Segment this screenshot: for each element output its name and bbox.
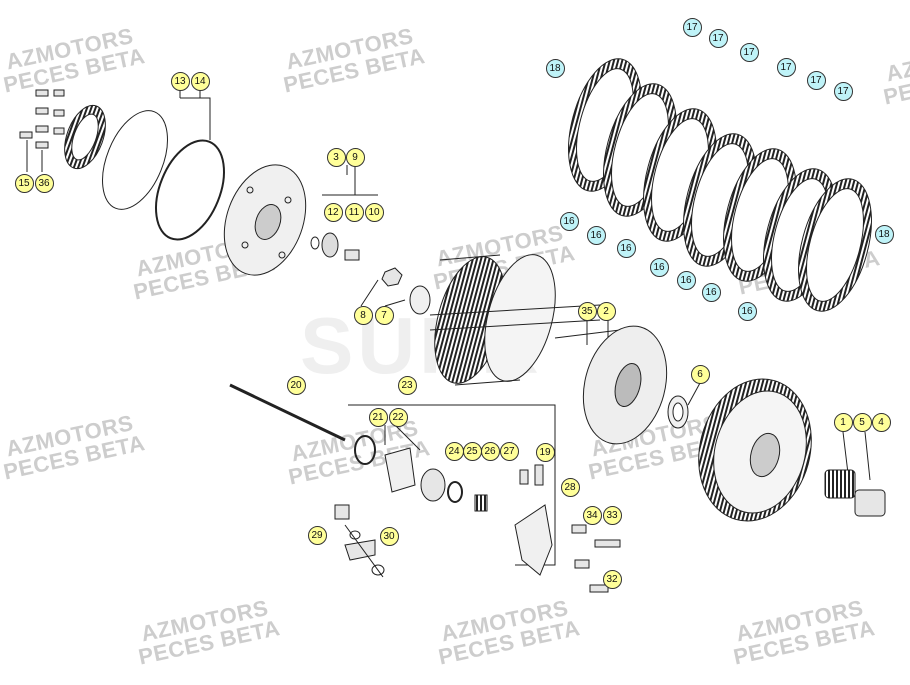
callout-5[interactable]: 5 bbox=[852, 412, 872, 432]
callout-25[interactable]: 25 bbox=[462, 441, 482, 461]
callout-29[interactable]: 29 bbox=[307, 525, 327, 545]
callout-16[interactable]: 16 bbox=[701, 282, 721, 302]
callout-13[interactable]: 13 bbox=[170, 71, 190, 91]
callout-16[interactable]: 16 bbox=[559, 211, 579, 231]
callout-6[interactable]: 6 bbox=[690, 364, 710, 384]
callout-15[interactable]: 15 bbox=[14, 173, 34, 193]
callout-17[interactable]: 17 bbox=[833, 81, 853, 101]
callout-17[interactable]: 17 bbox=[682, 17, 702, 37]
bolt-group bbox=[19, 89, 65, 149]
callout-19[interactable]: 19 bbox=[535, 442, 555, 462]
callout-17[interactable]: 17 bbox=[776, 57, 796, 77]
callout-10[interactable]: 10 bbox=[364, 202, 384, 222]
callout-22[interactable]: 22 bbox=[388, 407, 408, 427]
callout-16[interactable]: 16 bbox=[676, 270, 696, 290]
callout-35[interactable]: 35 bbox=[577, 301, 597, 321]
callout-9[interactable]: 9 bbox=[345, 147, 365, 167]
callout-2[interactable]: 2 bbox=[596, 301, 616, 321]
callout-27[interactable]: 27 bbox=[499, 441, 519, 461]
callout-7[interactable]: 7 bbox=[374, 305, 394, 325]
callout-16[interactable]: 16 bbox=[616, 238, 636, 258]
callout-11[interactable]: 11 bbox=[344, 202, 364, 222]
callout-28[interactable]: 28 bbox=[560, 477, 580, 497]
callout-33[interactable]: 33 bbox=[602, 505, 622, 525]
callout-36[interactable]: 36 bbox=[34, 173, 54, 193]
callout-12[interactable]: 12 bbox=[323, 202, 343, 222]
callout-8[interactable]: 8 bbox=[353, 305, 373, 325]
callout-3[interactable]: 3 bbox=[326, 147, 346, 167]
callout-17[interactable]: 17 bbox=[708, 28, 728, 48]
callout-16[interactable]: 16 bbox=[586, 225, 606, 245]
callout-18[interactable]: 18 bbox=[874, 224, 894, 244]
callout-30[interactable]: 30 bbox=[379, 526, 399, 546]
callout-34[interactable]: 34 bbox=[582, 505, 602, 525]
callout-23[interactable]: 23 bbox=[397, 375, 417, 395]
callout-16[interactable]: 16 bbox=[649, 257, 669, 277]
callout-14[interactable]: 14 bbox=[190, 71, 210, 91]
callout-24[interactable]: 24 bbox=[444, 441, 464, 461]
callout-18[interactable]: 18 bbox=[545, 58, 565, 78]
callout-17[interactable]: 17 bbox=[806, 70, 826, 90]
callout-16[interactable]: 16 bbox=[737, 301, 757, 321]
clutch-disc-stack bbox=[568, 58, 872, 312]
callout-17[interactable]: 17 bbox=[739, 42, 759, 62]
callout-21[interactable]: 21 bbox=[368, 407, 388, 427]
callout-26[interactable]: 26 bbox=[480, 441, 500, 461]
callout-20[interactable]: 20 bbox=[286, 375, 306, 395]
callout-4[interactable]: 4 bbox=[871, 412, 891, 432]
callout-32[interactable]: 32 bbox=[602, 569, 622, 589]
callout-1[interactable]: 1 bbox=[833, 412, 853, 432]
